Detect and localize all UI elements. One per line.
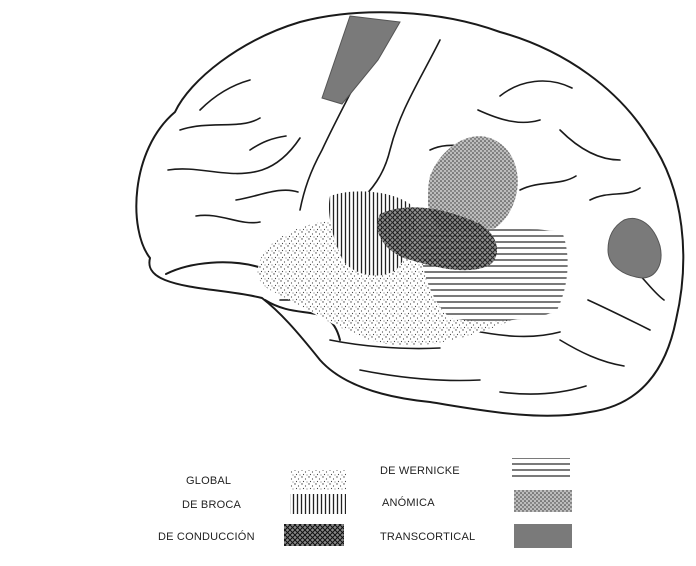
legend: GLOBAL DE BROCA DE CONDUCCIÓN DE WERNICK…	[158, 458, 572, 548]
legend-label-anomica: ANÓMICA	[382, 496, 435, 509]
zone-transcortical-motor	[322, 16, 400, 104]
legend-label-conduccion: DE CONDUCCIÓN	[158, 530, 255, 543]
legend-label-broca: DE BROCA	[182, 499, 242, 511]
legend-swatch-conduccion	[284, 524, 344, 546]
legend-swatch-transcortical	[514, 524, 572, 548]
legend-swatch-wernicke	[512, 458, 570, 480]
legend-swatch-global	[290, 470, 346, 490]
legend-label-transcortical: TRANSCORTICAL	[380, 531, 475, 543]
zone-transcortical-sensory	[608, 218, 661, 278]
legend-label-global: GLOBAL	[186, 475, 231, 487]
legend-swatch-anomica	[514, 490, 572, 512]
legend-label-wernicke: DE WERNICKE	[380, 465, 460, 477]
legend-swatch-broca	[290, 494, 346, 514]
